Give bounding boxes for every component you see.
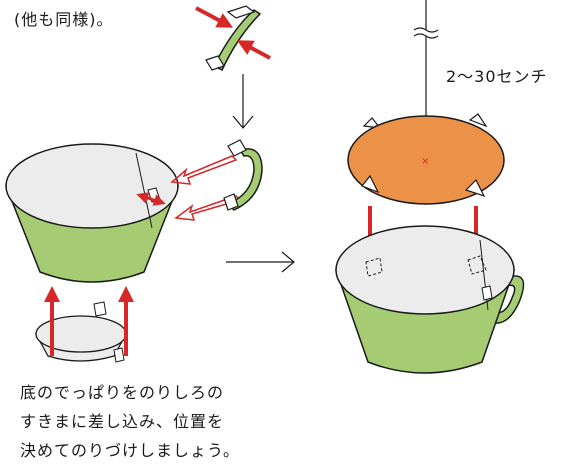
top-handle-group	[195, 5, 271, 72]
instruction-text: 底のでっぱりをのりしろの すきまに差し込み、位置を 決めてのりづけしましょう。	[20, 378, 240, 465]
orange-plate: ×	[347, 113, 505, 205]
svg-text:×: ×	[421, 156, 429, 167]
left-cup-seam	[135, 152, 153, 229]
handle-top-tab-lower	[205, 55, 225, 71]
handle-top	[212, 9, 262, 72]
finished-cup	[334, 225, 525, 374]
right-arrow-icon	[226, 251, 295, 273]
hollow-red-arrow-icon	[170, 155, 242, 221]
instruction-line-1: 底のでっぱりをのりしろの	[20, 383, 225, 402]
top-note: (他も同様)。	[14, 10, 114, 29]
handle-top-tab-upper	[226, 5, 256, 19]
red-arrow-icon	[195, 6, 234, 28]
instruction-line-3: 決めてのりづけしましょう。	[20, 441, 241, 460]
red-arrow-icon	[236, 40, 271, 60]
down-arrow-icon	[232, 74, 254, 129]
left-cup-rim	[5, 143, 179, 229]
left-cup	[4, 143, 180, 283]
bottom-disc	[34, 286, 134, 363]
red-arrow-icon	[136, 192, 166, 206]
height-label: 2～30センチ	[446, 67, 548, 86]
instruction-line-2: すきまに差し込み、位置を	[20, 412, 225, 431]
side-handle	[223, 139, 263, 211]
